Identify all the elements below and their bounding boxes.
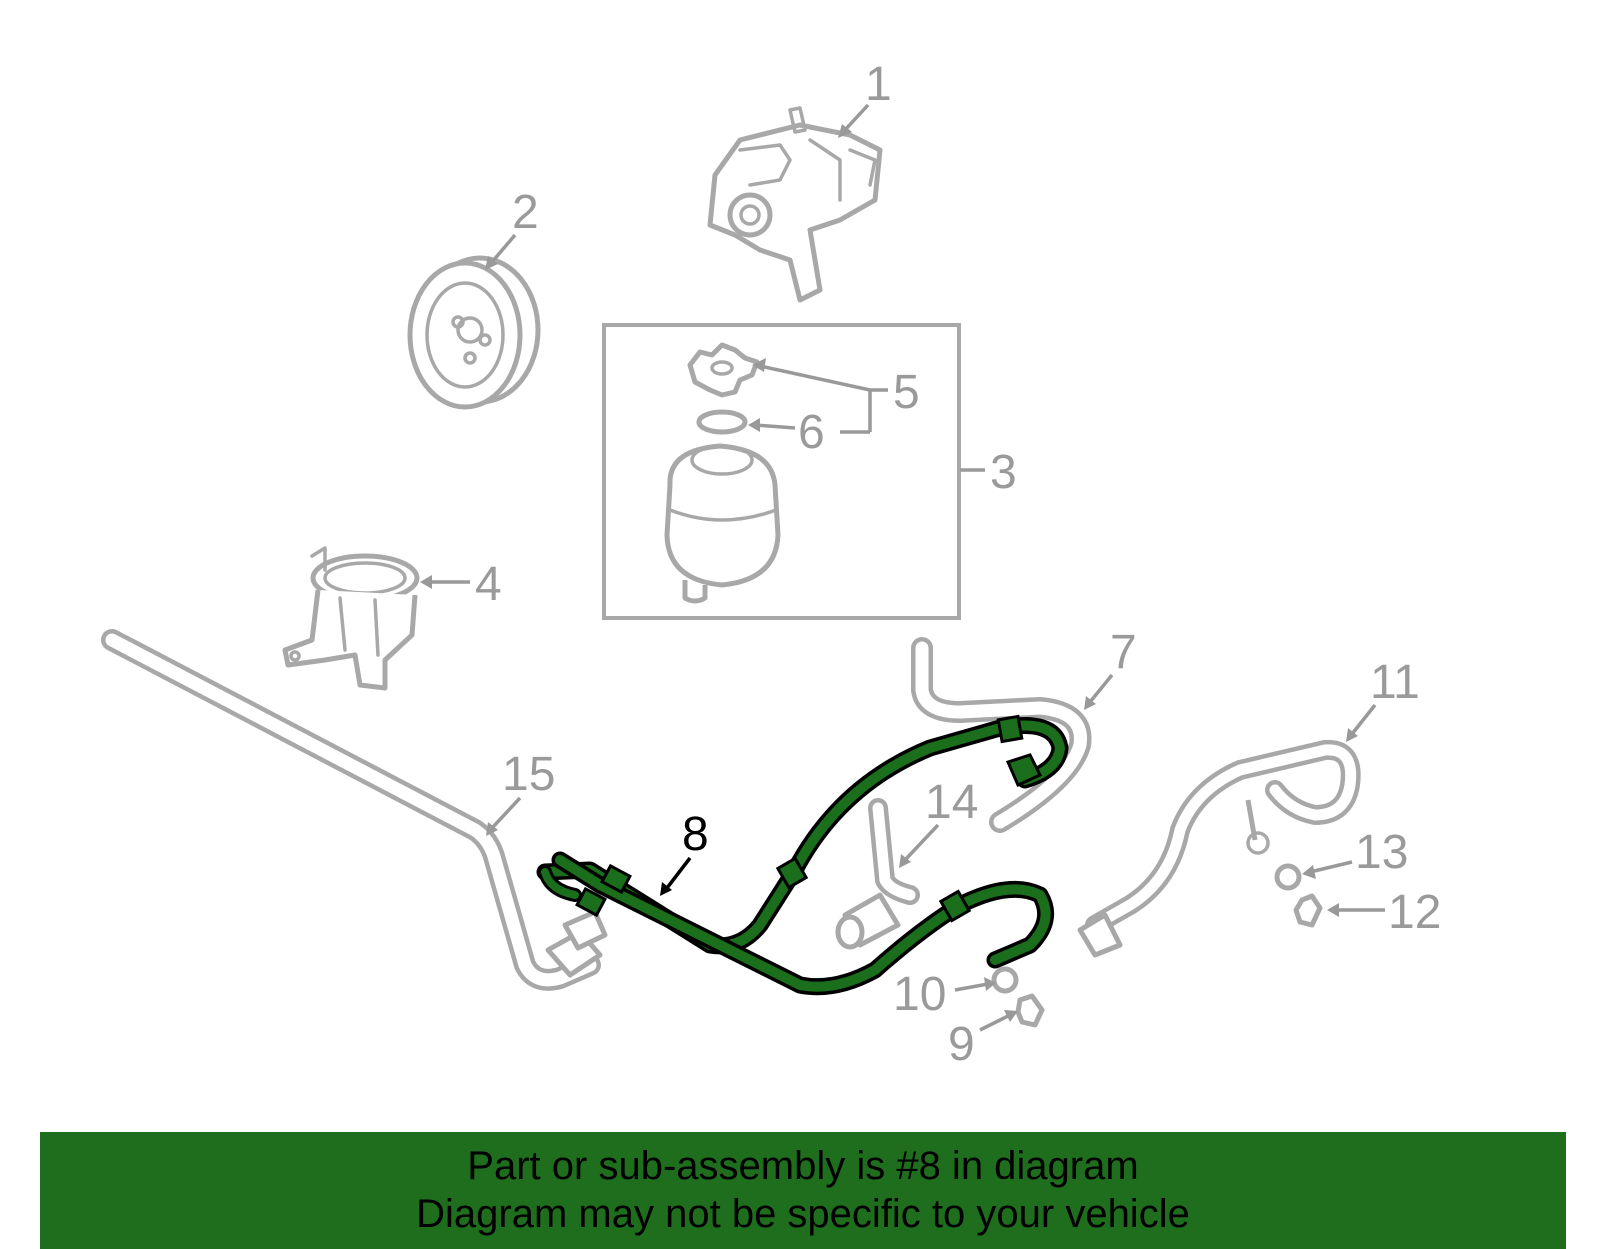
callout-4: 4: [475, 558, 502, 611]
part-2-pulley[interactable]: [407, 255, 541, 410]
part-11-line[interactable]: [1077, 739, 1361, 958]
part-3-group-box: [602, 323, 961, 620]
part-4-bracket[interactable]: [282, 546, 420, 691]
part-5-cap[interactable]: [687, 342, 760, 398]
callout-15: 15: [502, 748, 555, 801]
callout-2: 2: [512, 186, 539, 239]
callout-9: 9: [948, 1018, 975, 1071]
part-13-washer[interactable]: [1274, 863, 1302, 891]
banner-line-1: Part or sub-assembly is #8 in diagram: [467, 1144, 1139, 1188]
callout-13: 13: [1355, 826, 1408, 879]
callout-8: 8: [682, 808, 709, 861]
part-15-line[interactable]: [101, 629, 608, 991]
leader-lines: [420, 103, 1385, 1032]
part-7-hose[interactable]: [911, 637, 1092, 833]
callout-1: 1: [865, 58, 892, 111]
part-14-fitting[interactable]: [835, 798, 920, 950]
callout-11: 11: [1370, 656, 1420, 709]
callout-6: 6: [798, 406, 825, 459]
banner-line-2: Diagram may not be specific to your vehi…: [416, 1192, 1190, 1236]
reservoir-body[interactable]: [664, 443, 781, 604]
part-12-bolt[interactable]: [1293, 893, 1323, 928]
callout-7: 7: [1110, 626, 1137, 679]
callout-5: 5: [893, 366, 920, 419]
callout-10: 10: [893, 968, 946, 1021]
part-1-power-steering-pump[interactable]: [707, 106, 883, 303]
part-10-washer[interactable]: [991, 966, 1019, 994]
info-banner: Part or sub-assembly is #8 in diagram Di…: [40, 1132, 1566, 1249]
part-6-seal[interactable]: [696, 409, 748, 435]
callout-14: 14: [925, 776, 978, 829]
part-8-hose-assembly[interactable]: [536, 714, 1069, 996]
part-9-bolt[interactable]: [1015, 993, 1045, 1028]
callout-3: 3: [990, 446, 1017, 499]
callout-12: 12: [1388, 886, 1441, 939]
